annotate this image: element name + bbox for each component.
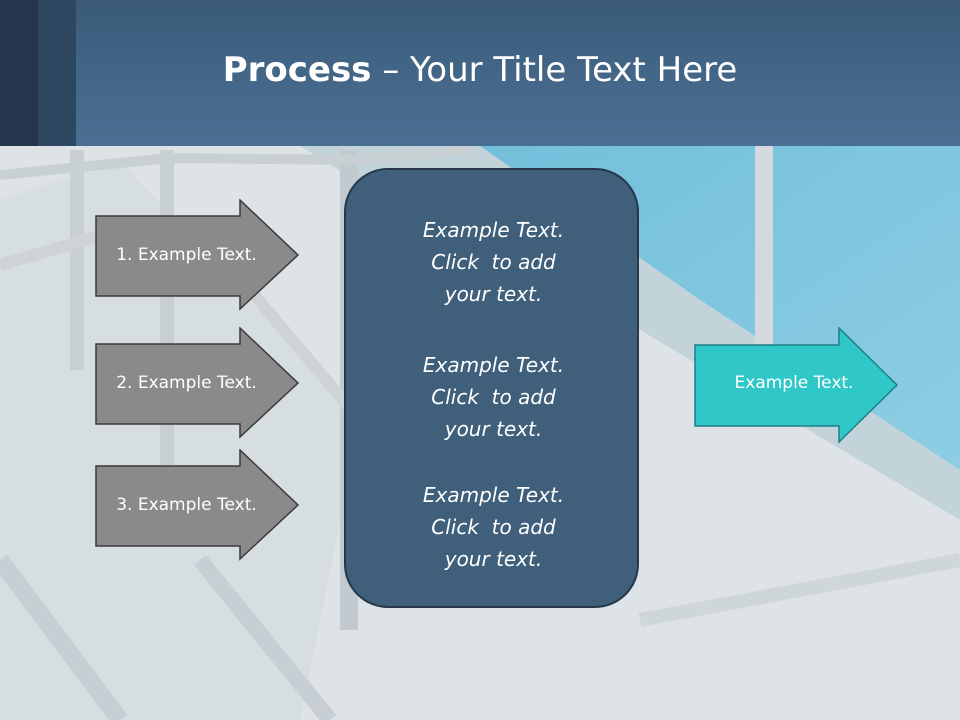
arrow-shape-icon xyxy=(694,327,899,444)
result-label: Example Text. xyxy=(734,373,854,393)
result-arrow[interactable]: Example Text. xyxy=(694,327,899,444)
header-accent-strip xyxy=(0,0,38,146)
text-line: your text. xyxy=(444,547,543,571)
text-block-2: Example Text. Click to add your text. xyxy=(346,349,641,445)
text-line: Example Text. xyxy=(422,483,565,507)
slide-title[interactable]: Process – Your Title Text Here xyxy=(0,50,960,90)
text-line: Click to add xyxy=(431,385,556,409)
text-line: your text. xyxy=(444,417,543,441)
text-line: Click to add xyxy=(431,515,556,539)
text-block-3: Example Text. Click to add your text. xyxy=(346,479,641,575)
step-label: 3. Example Text. xyxy=(116,495,257,515)
text-block-1: Example Text. Click to add your text. xyxy=(346,214,641,310)
step-arrow-3[interactable]: 3. Example Text. xyxy=(95,449,300,561)
arrow-shape-icon xyxy=(95,199,300,311)
center-text-panel[interactable]: Example Text. Click to add your text. Ex… xyxy=(344,168,639,608)
title-bold: Process xyxy=(222,50,372,90)
text-line: Click to add xyxy=(431,250,556,274)
title-bar: Process – Your Title Text Here xyxy=(0,0,960,146)
step-arrow-2[interactable]: 2. Example Text. xyxy=(95,327,300,439)
header-accent-strip-2 xyxy=(38,0,76,146)
text-line: your text. xyxy=(444,282,543,306)
text-line: Example Text. xyxy=(422,218,565,242)
step-arrow-1[interactable]: 1. Example Text. xyxy=(95,199,300,311)
arrow-shape-icon xyxy=(95,327,300,439)
title-rest: – Your Title Text Here xyxy=(371,50,738,90)
step-label: 1. Example Text. xyxy=(116,245,257,265)
arrow-shape-icon xyxy=(95,449,300,561)
step-label: 2. Example Text. xyxy=(116,373,257,393)
text-line: Example Text. xyxy=(422,353,565,377)
